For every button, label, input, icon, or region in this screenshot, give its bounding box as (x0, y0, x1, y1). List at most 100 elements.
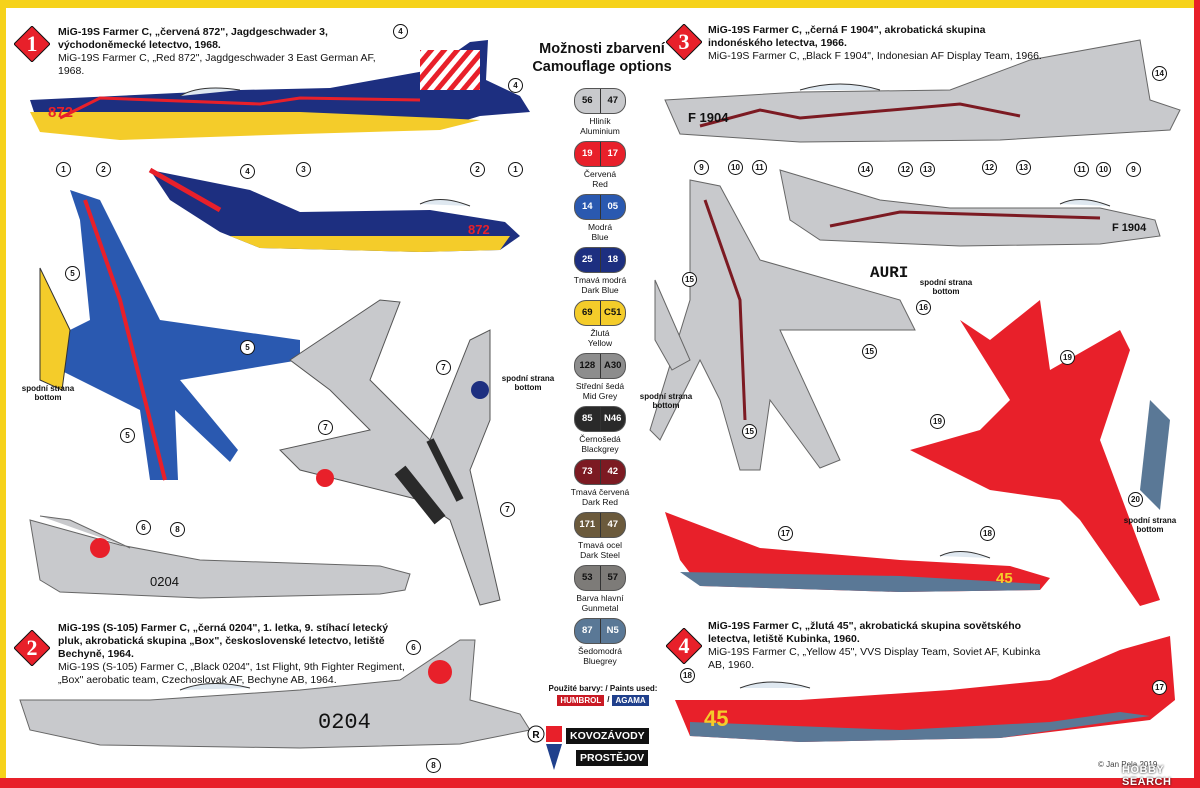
underside-code-auri: AURI (870, 264, 909, 282)
legend-title-cz: Možnosti zbarvení (539, 41, 665, 57)
swatch-name-cz: Žlutá (590, 328, 610, 338)
swatch-code-b: 47 (607, 519, 619, 530)
callout-7: 7 (436, 360, 451, 375)
swatch-code-b: C51 (604, 307, 622, 318)
callout-10b: 10 (1096, 162, 1111, 177)
serial-f1904-side-2: F 1904 (1112, 222, 1147, 234)
swatch-code-b: N5 (606, 625, 619, 636)
paints-used-label: Použité barvy: / Paints used: (548, 684, 658, 693)
scheme-1-title-cz: MiG-19S Farmer C, „červená 872", Jagdges… (58, 26, 328, 51)
swatch-name-cz: Tmavá červená (570, 487, 630, 497)
scheme-3-caption: MiG-19S Farmer C, „černá F 1904", akroba… (708, 24, 1048, 63)
swatch-name-cz: Barva hlavní (576, 593, 624, 603)
kovozavody-logo: R KOVOZÁVODY PROSTĚJOV (524, 724, 674, 774)
callout-18: 18 (980, 526, 995, 541)
serial-45-side: 45 (996, 570, 1013, 587)
swatch-code-a: 53 (581, 572, 593, 583)
scheme-4-badge: 4 (665, 627, 703, 665)
swatch-name-en: Dark Steel (580, 550, 620, 560)
swatch-code-b: 47 (607, 95, 619, 106)
callout-2b: 2 (470, 162, 485, 177)
callout-13b: 13 (920, 162, 935, 177)
callout-15: 15 (682, 272, 697, 287)
serial-0204-large: 0204 (318, 710, 371, 735)
swatch-name-cz: Šedomodrá (578, 646, 622, 656)
aircraft-4-side-view-large (675, 636, 1175, 742)
yellow-border (0, 0, 1200, 8)
swatch-name-cz: Modrá (587, 222, 613, 232)
swatch-code-a: 69 (581, 307, 593, 318)
serial-872-side-2: 872 (468, 222, 490, 237)
callout-12: 12 (982, 160, 997, 175)
swatch-pill: 69 C51 (574, 300, 626, 326)
callout-5b: 5 (240, 340, 255, 355)
callout-9b: 9 (1126, 162, 1141, 177)
logo-line-1: KOVOZÁVODY (566, 728, 649, 744)
callout-11: 11 (752, 160, 767, 175)
callout-7b: 7 (318, 420, 333, 435)
scheme-3-title-cz: MiG-19S Farmer C, „černá F 1904", akroba… (708, 24, 986, 49)
callout-5c: 5 (120, 428, 135, 443)
callout-3: 3 (296, 162, 311, 177)
aircraft-1-side-view-2 (148, 167, 520, 252)
aircraft-4-side-view (665, 512, 1050, 592)
aircraft-4-top-view (910, 300, 1170, 606)
serial-872-side: 872 (48, 104, 74, 121)
callout-7c: 7 (500, 502, 515, 517)
swatch-name-cz: Černošedá (579, 434, 621, 444)
callout-20: 20 (1128, 492, 1143, 507)
swatch-code-a: 25 (581, 254, 593, 265)
scheme-1-caption: MiG-19S Farmer C, „červená 872", Jagdges… (58, 26, 393, 78)
callout-13: 13 (1016, 160, 1031, 175)
swatch-code-b: 17 (607, 148, 619, 159)
swatch-code-b: 18 (607, 254, 619, 265)
swatch-code-b: N46 (604, 413, 622, 424)
brand-separator: / (607, 695, 610, 704)
callout-6b: 6 (406, 640, 421, 655)
swatch-code-a: 85 (581, 413, 593, 424)
logo-line-2: PROSTĚJOV (576, 750, 649, 766)
copyright-credit: © Jan Pela 2019 (1098, 760, 1158, 769)
swatch-code-a: 14 (581, 201, 593, 212)
aircraft-2-top-view (279, 299, 501, 606)
callout-11b: 11 (1074, 162, 1089, 177)
aircraft-2-side-view: 0204 (29, 515, 411, 599)
kp-emblem-icon: R (527, 725, 562, 770)
aircraft-3-side-view-2 (779, 169, 1161, 247)
scheme-3-badge: 3 (665, 23, 703, 61)
swatch-pill: 85 N46 (574, 406, 626, 432)
swatch-name-en: Blackgrey (581, 444, 619, 454)
callout-17b: 17 (1152, 680, 1167, 695)
swatch-code-b: 42 (607, 466, 619, 477)
swatch-name-cz: Tmavá ocel (578, 540, 622, 550)
swatch-code-a: 128 (579, 360, 596, 371)
swatch-name-en: Dark Blue (581, 285, 619, 295)
legend-title: Možnosti zbarvení Camouflage options (512, 40, 692, 76)
aircraft-1-top-view (39, 190, 300, 481)
callout-10: 10 (728, 160, 743, 175)
swatch-name-cz: Červená (583, 169, 617, 179)
callout-4c: 4 (240, 164, 255, 179)
serial-0204-small: 0204 (150, 574, 179, 589)
swatch-code-a: 171 (579, 519, 596, 530)
swatch-pill: 25 18 (574, 247, 626, 273)
callout-17: 17 (778, 526, 793, 541)
aircraft-3-side-view (664, 39, 1181, 143)
callout-19: 19 (1060, 350, 1075, 365)
swatch-code-b: A30 (604, 360, 622, 371)
callout-2: 2 (96, 162, 111, 177)
swatch-code-a: 73 (581, 466, 593, 477)
